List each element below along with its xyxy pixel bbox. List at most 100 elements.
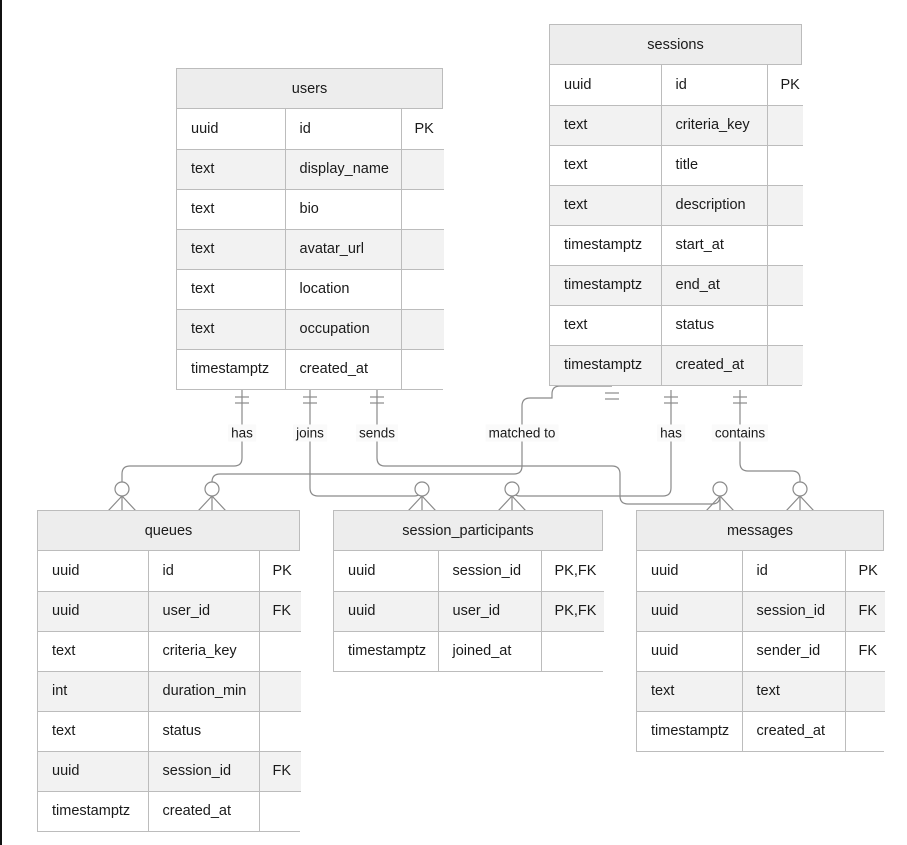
column-type: timestamptz xyxy=(550,265,662,306)
column-key xyxy=(767,185,803,226)
column-field: user_id xyxy=(148,591,260,632)
column-type: timestamptz xyxy=(550,345,662,385)
column-key xyxy=(401,349,444,389)
column-key xyxy=(767,345,803,385)
column-key xyxy=(259,671,301,712)
column-type: timestamptz xyxy=(38,791,149,831)
entity-title-queues: queues xyxy=(38,511,299,551)
column-key xyxy=(259,711,301,752)
entity-title-sessions: sessions xyxy=(550,25,801,65)
column-key xyxy=(541,631,604,671)
cardinality-one-users-joins xyxy=(303,396,317,404)
column-field: duration_min xyxy=(148,671,260,712)
column-type: uuid xyxy=(38,551,149,592)
column-field: session_id xyxy=(148,751,260,792)
column-key: PK xyxy=(259,551,301,592)
column-field: id xyxy=(661,65,768,106)
column-type: text xyxy=(177,149,286,190)
column-type: text xyxy=(38,711,149,752)
column-type: timestamptz xyxy=(550,225,662,266)
relationship-label-has-users-queues: has xyxy=(228,424,256,442)
column-key xyxy=(401,229,444,270)
column-field: id xyxy=(742,551,846,592)
column-key xyxy=(259,631,301,672)
column-type: text xyxy=(177,309,286,350)
column-key: FK xyxy=(845,591,885,632)
relationship-label-contains: contains xyxy=(711,424,769,442)
relationship-label-sends: sends xyxy=(355,424,399,442)
column-type: text xyxy=(550,145,662,186)
column-type: uuid xyxy=(334,591,439,632)
column-key xyxy=(401,189,444,230)
column-key: FK xyxy=(259,751,301,792)
crowsfoot-queues-has xyxy=(107,481,137,512)
column-field: created_at xyxy=(285,349,402,389)
column-type: uuid xyxy=(637,631,743,672)
column-type: uuid xyxy=(38,591,149,632)
column-key: PK,FK xyxy=(541,551,604,592)
cardinality-one-users-sends xyxy=(370,396,384,404)
entity-title-messages: messages xyxy=(637,511,883,551)
crowsfoot-session-participants-joins xyxy=(407,481,437,512)
column-type: uuid xyxy=(637,551,743,592)
column-key: PK xyxy=(401,109,444,150)
relationship-label-has-sessions-participants: has xyxy=(657,424,685,442)
column-key xyxy=(401,269,444,310)
column-type: timestamptz xyxy=(334,631,439,671)
column-type: int xyxy=(38,671,149,712)
column-type: text xyxy=(177,229,286,270)
column-type: text xyxy=(550,105,662,146)
crowsfoot-queues-matched-to xyxy=(197,481,227,512)
column-type: timestamptz xyxy=(637,711,743,751)
column-field: avatar_url xyxy=(285,229,402,270)
column-field: joined_at xyxy=(438,631,542,671)
column-field: user_id xyxy=(438,591,542,632)
column-type: text xyxy=(177,269,286,310)
cardinality-one-sessions-matched-to xyxy=(605,392,619,400)
column-type: text xyxy=(637,671,743,712)
crowsfoot-session-participants-has xyxy=(497,481,527,512)
connector-users-joins-session-participants xyxy=(309,390,423,497)
column-key xyxy=(767,265,803,306)
column-type: text xyxy=(550,185,662,226)
cardinality-one-users-has xyxy=(235,396,249,404)
column-field: start_at xyxy=(661,225,768,266)
column-key xyxy=(845,711,885,751)
column-field: id xyxy=(148,551,260,592)
column-key xyxy=(401,149,444,190)
cardinality-one-sessions-has xyxy=(664,396,678,404)
connector-users-has-queues xyxy=(121,390,243,483)
column-field: title xyxy=(661,145,768,186)
column-field: created_at xyxy=(148,791,260,831)
column-key: FK xyxy=(259,591,301,632)
column-type: text xyxy=(38,631,149,672)
